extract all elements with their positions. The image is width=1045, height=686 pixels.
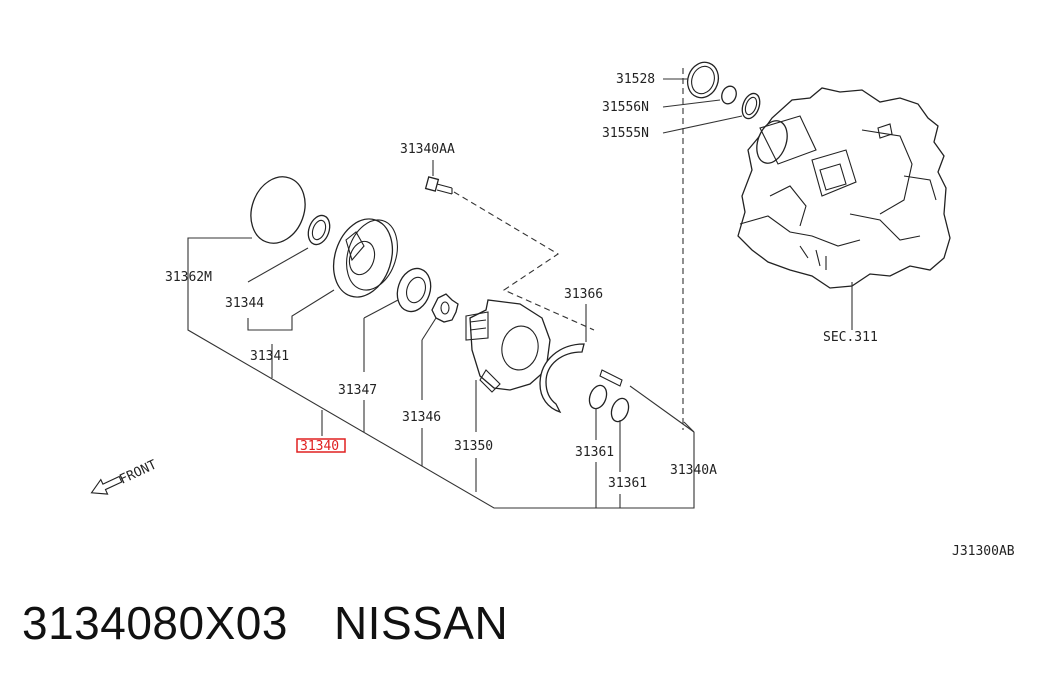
seal-31344-illustration xyxy=(307,214,331,246)
footer-caption: 3134080X03 NISSAN xyxy=(22,596,554,650)
label-31340: 31340 xyxy=(300,439,339,454)
label-31556n: 31556N xyxy=(602,100,649,115)
label-31350: 31350 xyxy=(454,439,493,454)
label-sec-311: SEC.311 xyxy=(823,330,878,345)
oring-31362m-illustration xyxy=(250,176,306,244)
label-front: FRONT xyxy=(117,457,159,487)
label-31344: 31344 xyxy=(225,296,264,311)
label-31340aa: 31340AA xyxy=(400,142,455,157)
label-31528: 31528 xyxy=(616,72,655,87)
label-31347: 31347 xyxy=(338,383,377,398)
label-31366: 31366 xyxy=(564,287,603,302)
highlight-box-31340 xyxy=(296,438,346,453)
seal-31528-illustration xyxy=(686,61,720,99)
label-31361-a: 31361 xyxy=(575,445,614,460)
seal-31555n-illustration xyxy=(741,92,761,120)
brand-name: NISSAN xyxy=(333,597,509,649)
oring-31361-b-illustration xyxy=(610,397,630,423)
bolt-31340aa-illustration xyxy=(424,176,453,195)
label-31341: 31341 xyxy=(250,349,289,364)
pump-body-31350-illustration xyxy=(465,299,551,393)
outer-gear-31347-illustration xyxy=(396,267,432,313)
oring-31361-a-illustration xyxy=(588,384,608,410)
part-number: 3134080X03 xyxy=(22,597,288,649)
label-31555n: 31555N xyxy=(602,126,649,141)
label-31362m: 31362M xyxy=(165,270,212,285)
snap-ring-31366-illustration xyxy=(539,343,585,414)
ring-31556n-illustration xyxy=(721,85,737,105)
front-arrow-icon xyxy=(90,475,123,495)
label-31346: 31346 xyxy=(402,410,441,425)
label-31361-b: 31361 xyxy=(608,476,647,491)
label-31340a: 31340A xyxy=(670,463,717,478)
inner-gear-31346-illustration xyxy=(431,293,459,323)
label-diagram-ref: J31300AB xyxy=(952,544,1015,559)
transmission-case-illustration xyxy=(737,87,951,289)
pump-cover-31341-illustration xyxy=(332,218,398,298)
